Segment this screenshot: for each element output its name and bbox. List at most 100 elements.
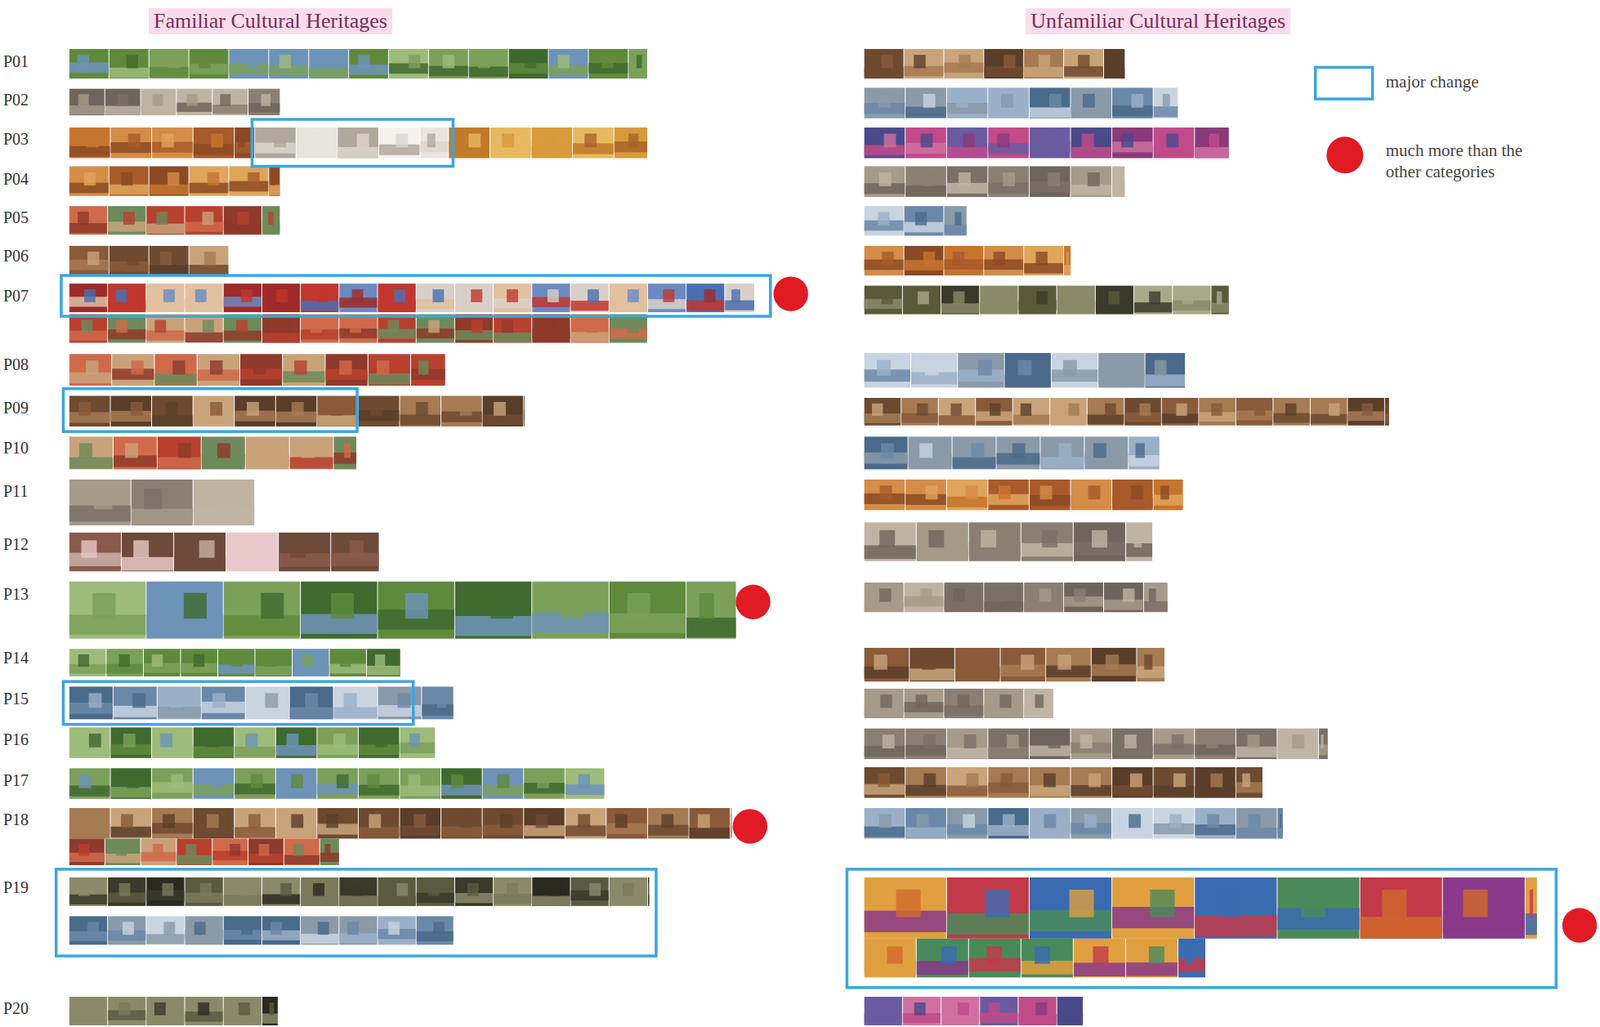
thumbnail — [330, 648, 367, 677]
thumbnail — [1018, 996, 1056, 1026]
thumbnail — [69, 89, 105, 116]
thumbnail — [146, 877, 184, 907]
thumbnail — [113, 436, 157, 470]
thumbnail-detail — [1003, 54, 1015, 68]
thumbnail-detail — [245, 733, 258, 748]
thumbnail-detail — [1023, 67, 1064, 78]
thumbnail — [1198, 397, 1236, 426]
thumbnail-detail — [1169, 813, 1182, 828]
thumbnail-detail — [954, 211, 961, 225]
thumbnail — [378, 283, 416, 313]
thumbnail-detail — [1134, 530, 1143, 548]
thumbnail-detail — [241, 921, 253, 935]
thumbnail-detail — [217, 442, 231, 458]
thumbnail — [1071, 808, 1113, 839]
thumbnail-detail — [970, 442, 984, 458]
thumbnail-detail — [586, 320, 599, 334]
thumbnail-detail — [601, 54, 613, 68]
thumbnail-detail — [428, 320, 440, 334]
thumbnail — [334, 436, 357, 470]
thumbnail — [1050, 397, 1087, 426]
thumbnail-detail — [956, 93, 969, 108]
thumbnail — [378, 877, 416, 907]
thumbnail — [1277, 877, 1359, 939]
thumbnail — [1021, 938, 1073, 978]
thumbnail-detail — [731, 289, 741, 303]
thumbnail-detail — [105, 106, 141, 116]
thumbnail — [1001, 648, 1046, 682]
thumbnail — [185, 283, 224, 313]
thumbnail — [905, 87, 947, 118]
thumbnail — [1236, 397, 1274, 426]
thumbnail — [154, 353, 197, 386]
thumbnail-detail — [873, 654, 887, 671]
thumbnail — [1126, 522, 1153, 561]
thumbnail — [1071, 728, 1113, 760]
thumbnail-detail — [1242, 773, 1251, 788]
thumbnail-detail — [879, 530, 895, 548]
thumbnail — [106, 648, 144, 677]
thumbnail — [69, 768, 111, 799]
row-label: P10 — [3, 439, 29, 456]
thumbnail — [987, 166, 1029, 197]
thumbnail — [141, 89, 177, 116]
thumbnail — [131, 479, 193, 526]
thumbnail-detail — [437, 692, 447, 708]
thumbnail-detail — [938, 415, 976, 425]
thumbnail-detail — [1020, 654, 1034, 671]
thumbnail-detail — [1529, 889, 1533, 918]
thumbnail-detail — [877, 1002, 890, 1016]
thumbnail — [523, 396, 526, 427]
thumbnail-detail — [260, 593, 284, 619]
thumbnail-detail — [584, 134, 597, 148]
thumbnail-detail — [170, 774, 184, 789]
emphasis-dot — [735, 585, 770, 620]
thumbnail — [1029, 127, 1071, 158]
thumbnail-detail — [699, 593, 715, 619]
thumbnail — [1153, 808, 1195, 839]
thumbnail — [609, 581, 686, 640]
thumbnail — [864, 996, 903, 1026]
thumbnail-detail — [1049, 93, 1062, 108]
thumbnail-detail — [1005, 375, 1051, 388]
thumbnail-detail — [1166, 134, 1179, 148]
thumbnail-detail — [334, 706, 378, 719]
thumbnail-detail — [310, 320, 322, 334]
thumbnail — [69, 283, 108, 313]
thumbnail — [943, 582, 984, 613]
thumbnail-detail — [1144, 601, 1168, 613]
thumbnail — [905, 166, 947, 197]
thumbnail-detail — [193, 415, 235, 427]
thumbnail-detail — [1463, 889, 1489, 918]
thumbnail-detail — [78, 654, 90, 667]
thumbnail-detail — [405, 593, 429, 619]
thumbnail-detail — [1194, 147, 1229, 158]
thumbnail-detail — [333, 733, 346, 748]
thumbnail — [509, 49, 549, 79]
thumbnail-detail — [199, 540, 215, 558]
thumbnail-detail — [89, 692, 103, 708]
thumbnail — [157, 686, 202, 720]
thumbnail — [648, 283, 686, 313]
thumbnail-detail — [549, 883, 561, 897]
thumbnail-detail — [78, 883, 90, 897]
thumbnail — [1103, 582, 1144, 613]
thumbnail-detail — [1148, 588, 1157, 602]
thumbnail-detail — [1291, 734, 1305, 749]
thumbnail — [429, 49, 469, 79]
thumbnail — [388, 49, 429, 79]
row-label: P04 — [3, 170, 29, 188]
thumbnail-detail — [204, 251, 216, 265]
thumbnail — [947, 808, 988, 839]
thumbnail — [1063, 245, 1071, 276]
thumbnail — [149, 245, 189, 276]
thumbnail-detail — [163, 921, 175, 935]
thumbnail — [1153, 728, 1195, 760]
thumbnail-detail — [1209, 134, 1220, 148]
thumbnail-detail — [286, 733, 300, 748]
thumbnail-detail — [157, 706, 202, 719]
thumbnail-detail — [433, 921, 444, 935]
major-change-box — [62, 388, 358, 432]
thumbnail-detail — [490, 593, 514, 619]
thumbnail — [358, 808, 400, 839]
